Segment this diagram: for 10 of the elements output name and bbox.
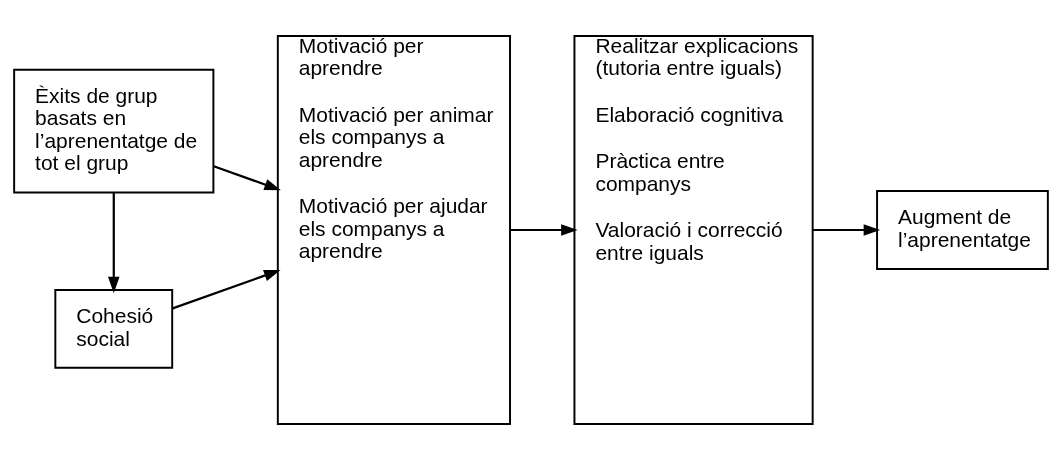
node-box: Augment de l’aprenentatge [876, 189, 1049, 270]
node-box: Cohesió social [54, 288, 174, 369]
node-box: Motivació per aprendre Motivació per animar els companys a aprendre Motivació per ajudar els companys a aprendre [276, 34, 511, 425]
arrow [213, 164, 281, 190]
node-box: Realitzar explicacions (tutoria entre iguals) Elaboració cognitiva Pràctica entre companys Valoració i correcció entre iguals [573, 34, 814, 425]
arrow [108, 192, 120, 293]
node-box: Èxits de grup basats en l’aprenentatge de tot el grup [13, 68, 215, 194]
arrow [172, 269, 281, 309]
arrow [510, 223, 578, 236]
arrow [812, 223, 881, 236]
